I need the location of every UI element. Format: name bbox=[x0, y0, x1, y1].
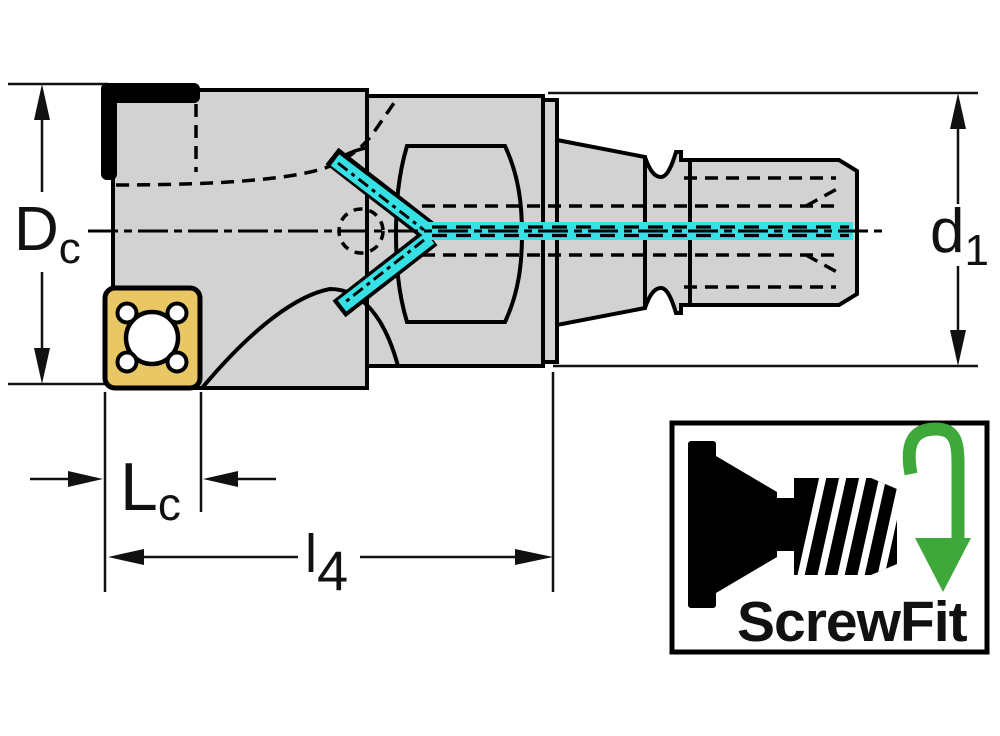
insert-corner-hole bbox=[165, 350, 189, 374]
top-insert bbox=[101, 83, 200, 180]
screw-neck bbox=[777, 498, 794, 551]
thread-runout-top bbox=[805, 187, 838, 208]
dimension-lc bbox=[30, 471, 276, 487]
coolant-axis-lower bbox=[343, 238, 425, 305]
rotation-arc bbox=[902, 422, 965, 540]
thread-stripes bbox=[796, 478, 897, 575]
screwfit-screw-icon bbox=[688, 441, 897, 608]
dimension-dc bbox=[34, 84, 50, 384]
coolant-channel-walls bbox=[337, 161, 849, 305]
arrowhead-right bbox=[68, 471, 103, 487]
insert-corner-hole bbox=[165, 301, 189, 325]
screw-cone bbox=[716, 456, 777, 593]
extension-lines bbox=[8, 82, 978, 592]
screw-flange bbox=[688, 441, 716, 608]
insert-screw-hole bbox=[123, 309, 181, 367]
front-insert-edge bbox=[101, 83, 117, 180]
arrowhead-down bbox=[34, 348, 50, 384]
arrowhead-left bbox=[203, 471, 238, 487]
lc-label: Lc bbox=[120, 449, 181, 530]
thread-runout-bottom bbox=[805, 253, 838, 274]
top-insert-edge bbox=[101, 83, 200, 103]
insert-corner-hole bbox=[115, 301, 139, 325]
insert-corner-hole bbox=[115, 350, 139, 374]
arrowhead-up bbox=[950, 93, 966, 129]
arrowhead-up bbox=[34, 84, 50, 120]
coolant-axis-upper bbox=[337, 161, 425, 232]
arrowhead-down bbox=[950, 330, 966, 366]
arrowhead-left bbox=[108, 549, 144, 565]
dimension-l4 bbox=[108, 549, 553, 565]
l4-label: l4 bbox=[305, 524, 348, 602]
screwfit-badge: ScrewFit bbox=[669, 420, 990, 655]
dc-label: Dc bbox=[14, 195, 81, 273]
rotation-arrowhead bbox=[915, 538, 971, 592]
dimension-d1 bbox=[950, 93, 966, 366]
flute-hidden-curve bbox=[115, 102, 396, 187]
hidden-lines bbox=[115, 102, 838, 289]
d1-label: d1 bbox=[930, 197, 989, 275]
flute-curve-lower bbox=[200, 286, 400, 390]
rotation-arrow-icon bbox=[902, 422, 971, 592]
badge-label: ScrewFit bbox=[737, 590, 968, 654]
indexable-insert bbox=[102, 285, 203, 391]
arrowhead-right bbox=[515, 549, 553, 565]
